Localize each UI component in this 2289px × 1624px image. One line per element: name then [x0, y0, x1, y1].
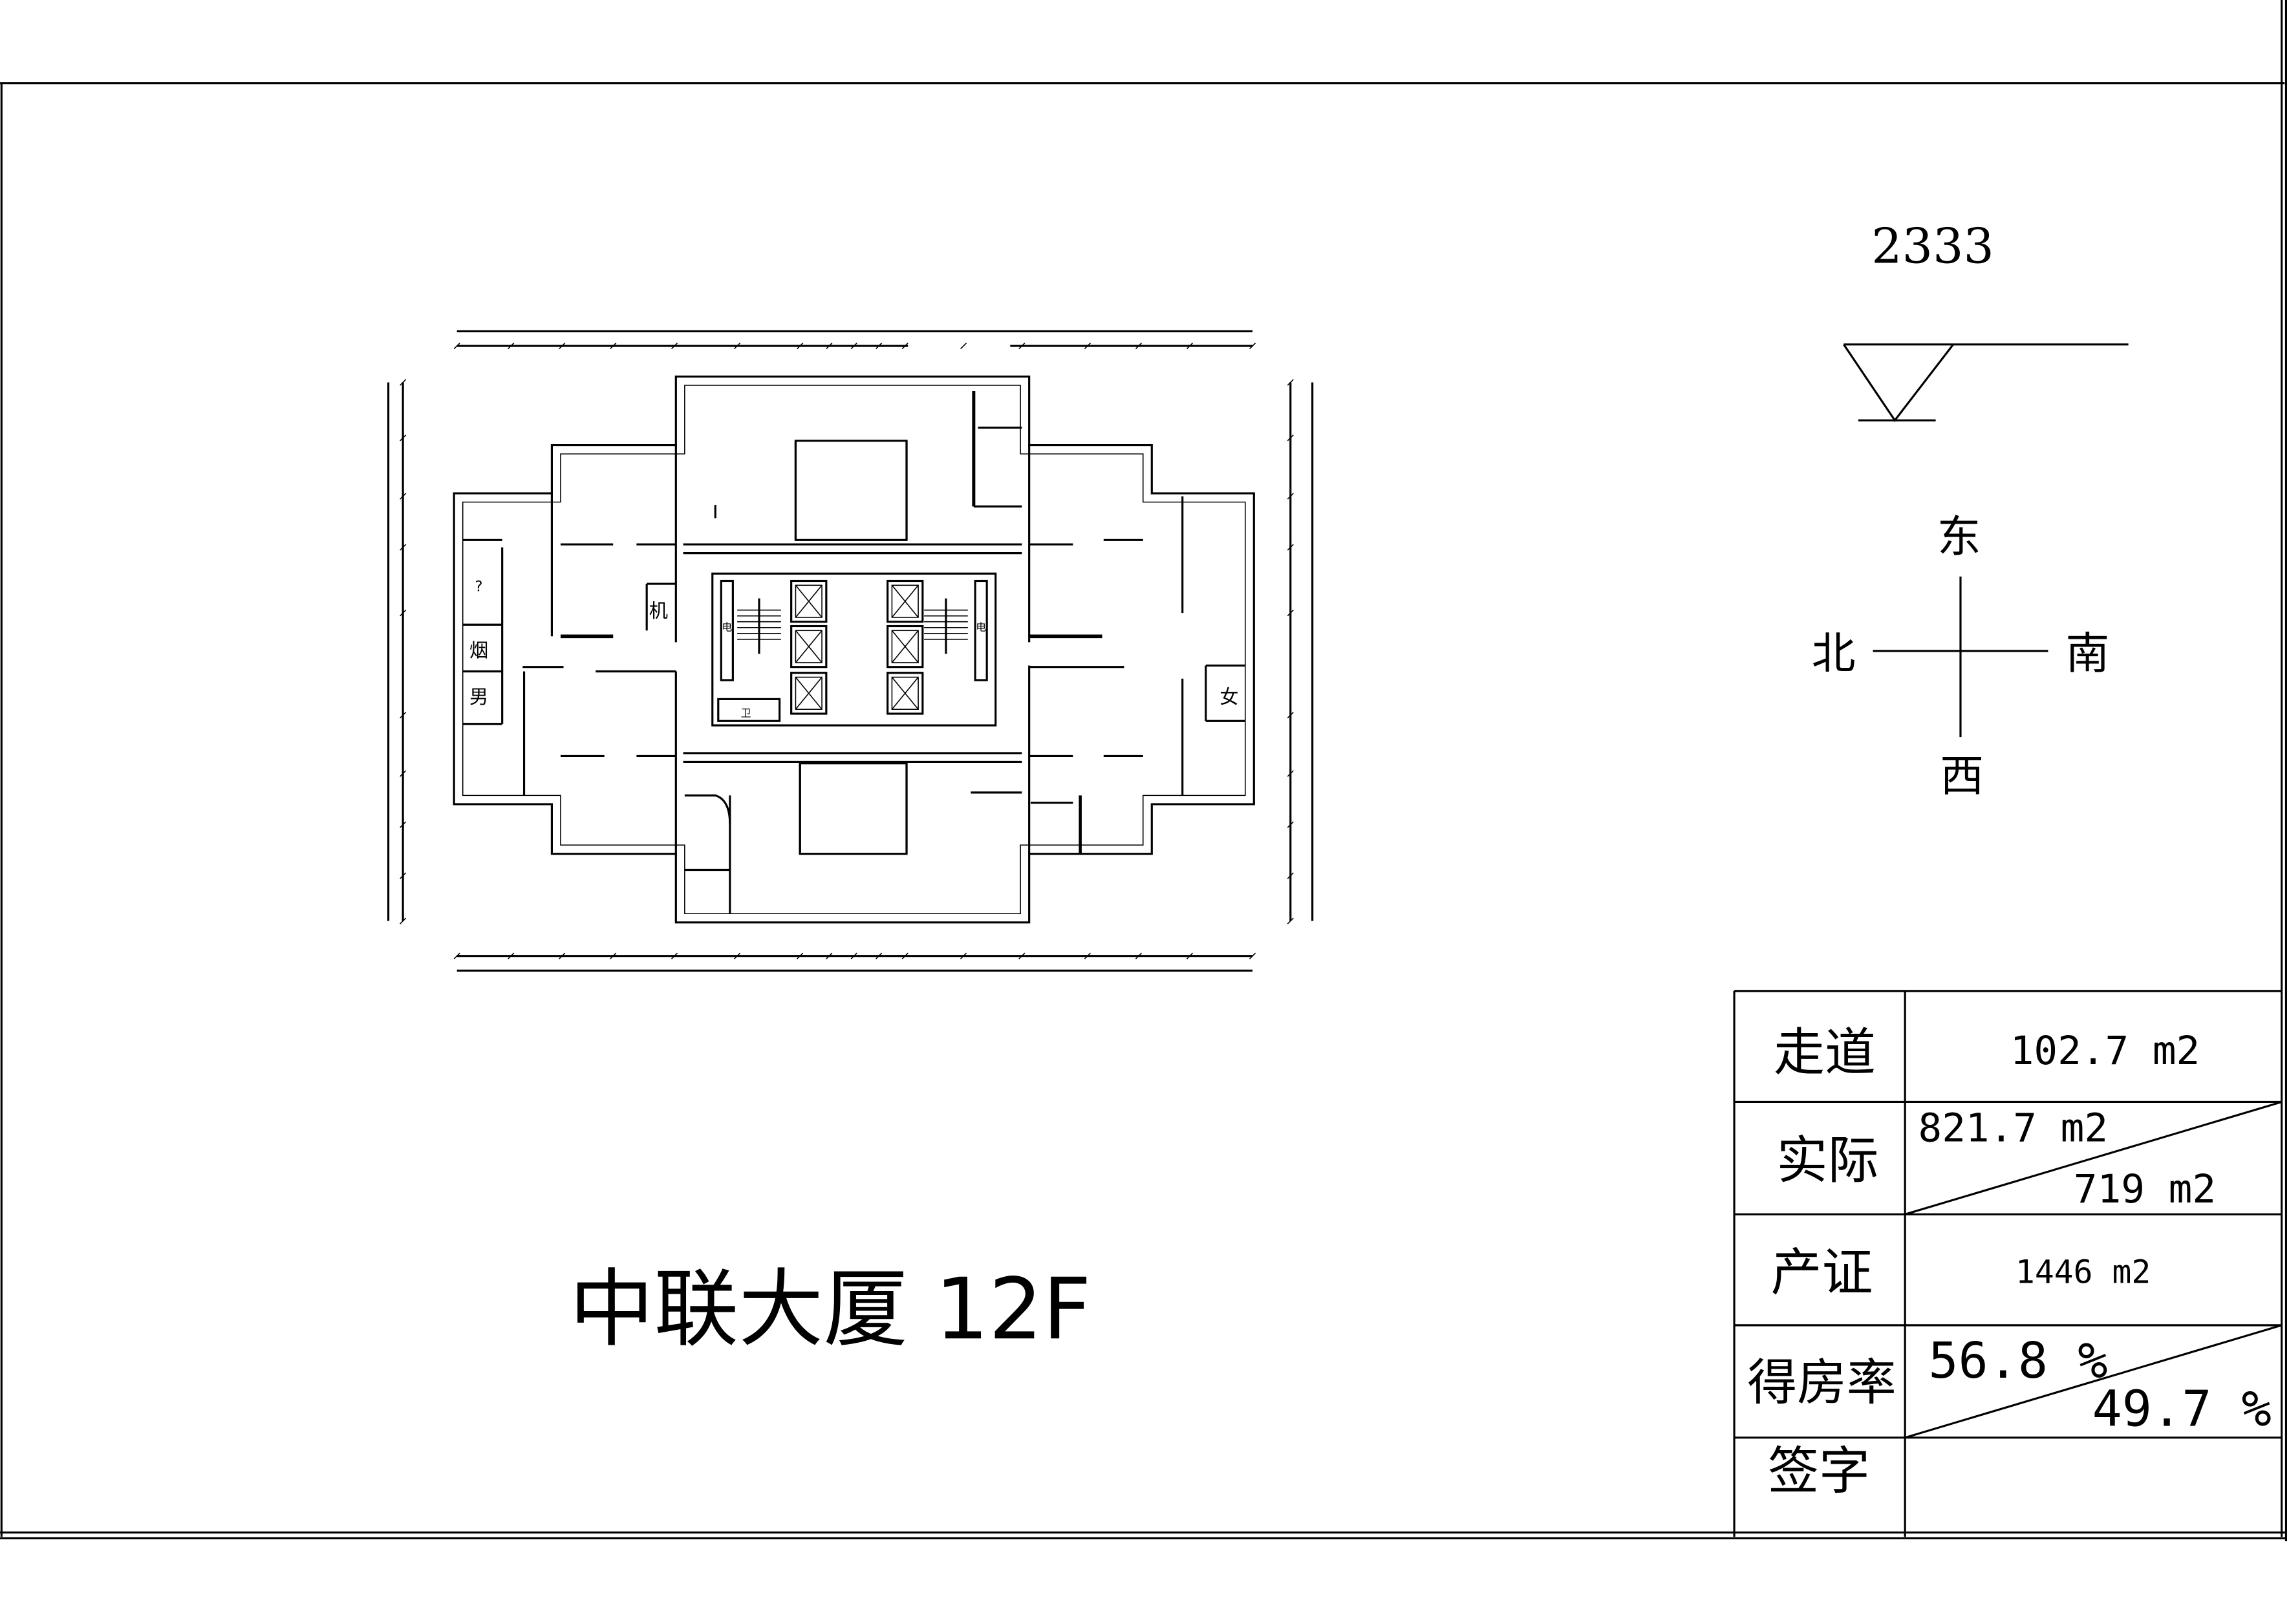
dimension-tick	[1249, 342, 1256, 350]
dimension-tick	[400, 379, 407, 386]
dimension-tick	[1287, 493, 1294, 500]
dimension-tick	[1287, 379, 1294, 386]
room-south-core	[799, 762, 908, 855]
elevator-icon	[790, 625, 828, 668]
room-label-women: 女	[1220, 686, 1238, 708]
row-label-corridor: 走道	[1774, 1023, 1876, 1082]
dimension-tick	[960, 952, 967, 959]
dimension-tick	[671, 342, 678, 350]
dimension-tick	[1287, 917, 1294, 924]
elevator-icon	[790, 579, 828, 623]
room-label-electric-right: 电	[976, 621, 986, 633]
efficiency-bottom: 49.7 %	[2092, 1381, 2272, 1438]
dimension-tick	[1249, 952, 1256, 959]
dimension-tick	[508, 952, 515, 959]
dimension-tick	[876, 342, 883, 350]
dimension-tick	[400, 917, 407, 924]
dimension-tick	[400, 544, 407, 551]
dimension-tick	[559, 342, 566, 350]
elevation-value: 2333	[1871, 218, 1994, 274]
dimension-tick	[850, 952, 857, 959]
elevation-symbol-icon	[1843, 343, 2129, 422]
compass-north: 北	[1812, 628, 1856, 679]
certificate-area: 1446 m2	[2015, 1253, 2151, 1290]
dimension-tick	[1018, 952, 1026, 959]
dimension-tick	[400, 872, 407, 879]
room-label-machine: 机	[649, 600, 668, 622]
dimension-lines	[387, 330, 1314, 972]
dimension-tick	[1287, 434, 1294, 442]
sheet-frame	[0, 0, 2288, 1541]
dimension-tick	[1186, 952, 1194, 959]
elevator-icon	[887, 579, 924, 623]
dimension-tick	[559, 952, 566, 959]
dimension-tick	[1186, 342, 1194, 350]
dimension-tick	[400, 610, 407, 617]
dimension-tick	[1287, 872, 1294, 879]
dimension-tick	[1084, 952, 1091, 959]
corridor-area: 102.7 m2	[2010, 1028, 2200, 1074]
dimension-tick	[1287, 544, 1294, 551]
row-label-certificate: 产证	[1771, 1243, 1873, 1303]
dimension-tick	[1287, 712, 1294, 719]
dimension-tick	[671, 952, 678, 959]
row-label-signature: 签字	[1768, 1442, 1870, 1501]
dimension-tick	[1135, 342, 1143, 350]
dimension-tick	[826, 952, 833, 959]
outer-wall	[453, 375, 1255, 924]
compass-south: 南	[2066, 628, 2110, 679]
dimension-tick	[1287, 821, 1294, 828]
elevator-icon	[887, 625, 924, 668]
dimension-tick	[901, 342, 908, 350]
room-label-washroom: 卫	[741, 707, 751, 719]
actual-area-top: 821.7 m2	[1918, 1105, 2109, 1151]
efficiency-top: 56.8 %	[1928, 1332, 2107, 1390]
dimension-tick	[960, 342, 967, 350]
dimension-tick	[400, 493, 407, 500]
dimension-tick	[797, 952, 804, 959]
dimension-tick	[826, 342, 833, 350]
compass-west: 西	[1940, 751, 1984, 802]
dimension-tick	[1084, 342, 1091, 350]
dimension-tick	[734, 952, 741, 959]
dimension-tick	[400, 821, 407, 828]
row-label-efficiency: 得房率	[1747, 1354, 1896, 1412]
orientation-cross-icon	[1873, 576, 2048, 738]
dimension-tick	[1018, 342, 1026, 350]
row-label-actual: 实际	[1777, 1131, 1879, 1190]
compass-east: 东	[1937, 511, 1981, 562]
dimension-tick	[1135, 952, 1143, 959]
room-label-men: 男	[469, 686, 488, 708]
dimension-tick	[400, 770, 407, 777]
dimension-tick	[1287, 610, 1294, 617]
dimension-tick	[453, 952, 460, 959]
dimension-tick	[610, 342, 617, 350]
dimension-tick	[508, 342, 515, 350]
dimension-tick	[400, 434, 407, 442]
dimension-tick	[610, 952, 617, 959]
dimension-tick	[453, 342, 460, 350]
drawing-title: 中联大厦 12F	[570, 1259, 1091, 1358]
elevator-icon	[887, 672, 924, 715]
room-north-core	[794, 440, 908, 541]
room-label-electric-left: 电	[722, 621, 732, 633]
room-label-unknown: ?	[475, 578, 483, 595]
dimension-tick	[901, 952, 908, 959]
dimension-tick	[400, 712, 407, 719]
dimension-tick	[1287, 770, 1294, 777]
dimension-tick	[876, 952, 883, 959]
area-table: 走道 102.7 m2 实际 821.7 m2 719 m2 产证 1446 m…	[1733, 990, 2283, 1537]
dimension-tick	[797, 342, 804, 350]
interior-walls	[462, 391, 1245, 914]
elevator-icon	[790, 672, 828, 715]
floor-plan: 机 ? 烟 男 女 卫 电 电	[387, 330, 1314, 972]
dimension-tick	[734, 342, 741, 350]
room-label-smoking: 烟	[469, 639, 488, 661]
building-core	[711, 572, 997, 727]
dimension-tick	[850, 342, 857, 350]
actual-area-bottom: 719 m2	[2074, 1166, 2216, 1212]
